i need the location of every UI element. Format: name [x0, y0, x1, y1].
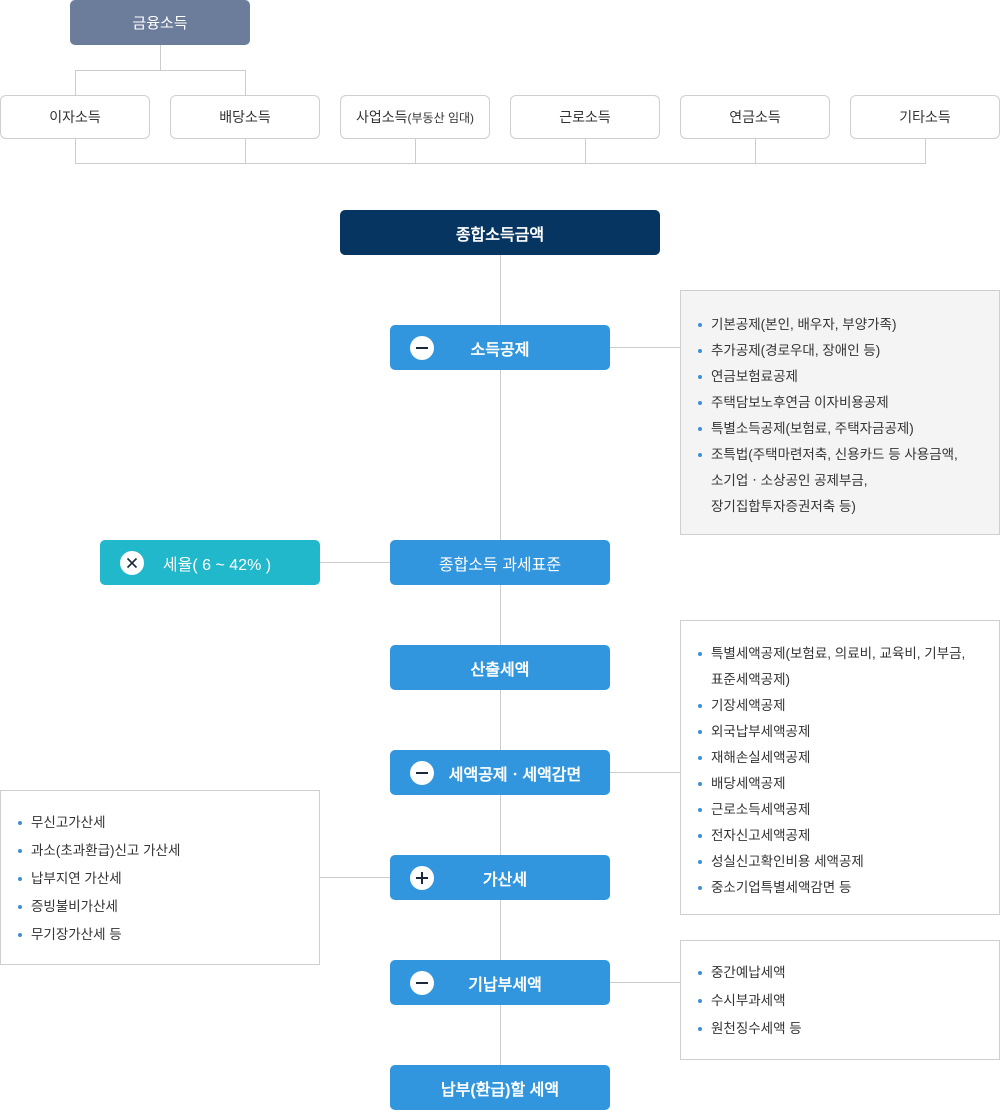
note-item: 중간예납세액 — [697, 959, 983, 987]
note-item: 기본공제(본인, 배우자, 부양가족) — [697, 312, 983, 338]
tax-rate-label: 세율 — [162, 556, 193, 574]
tax-credit-label: 세액공제ㆍ세액감면 — [448, 766, 582, 784]
additional-tax-box: 가산세 — [390, 855, 610, 900]
connector-line — [585, 138, 586, 164]
note-item: 전자신고세액공제 — [697, 823, 983, 849]
prepaid-tax-label: 기납부세액 — [468, 976, 542, 994]
connector-line — [75, 138, 76, 164]
tax-rate-value: ( 6 ~ 42% ) — [192, 556, 272, 574]
note-item: 재해손실세액공제 — [697, 745, 983, 771]
prepaid-tax-notes: 중간예납세액 수시부과세액 원천징수세액 등 — [680, 940, 1000, 1060]
note-item: 연금보험료공제 — [697, 364, 983, 390]
minus-icon — [410, 971, 434, 995]
note-item: 특별세액공제(보험료, 의료비, 교육비, 기부금, — [697, 641, 983, 667]
note-item: 원천징수세액 등 — [697, 1015, 983, 1043]
note-item: 주택담보노후연금 이자비용공제 — [697, 390, 983, 416]
income-deduction-notes: 기본공제(본인, 배우자, 부양가족) 추가공제(경로우대, 장애인 등) 연금… — [680, 290, 1000, 535]
note-item: 추가공제(경로우대, 장애인 등) — [697, 338, 983, 364]
prepaid-tax-box: 기납부세액 — [390, 960, 610, 1005]
connector-line — [245, 138, 246, 164]
income-type-business: 사업소득(부동산 임대) — [340, 95, 490, 139]
connector-line — [609, 347, 681, 348]
minus-icon — [410, 761, 434, 785]
plus-icon — [410, 866, 434, 890]
note-item: 무기장가산세 등 — [17, 921, 303, 949]
connector-line — [75, 163, 926, 164]
additional-tax-notes: 무신고가산세 과소(초과환급)신고 가산세 납부지연 가산세 증빙불비가산세 무… — [0, 790, 320, 965]
connector-line — [925, 138, 926, 164]
income-type-label: 근로소득 — [559, 109, 611, 125]
connector-line — [609, 772, 681, 773]
tax-base-label: 종합소득 과세표준 — [438, 556, 562, 574]
income-deduction-box: 소득공제 — [390, 325, 610, 370]
connector-line — [245, 70, 246, 96]
note-item-continued: 장기집합투자증권저축 등) — [711, 499, 856, 514]
income-type-label: 연금소득 — [729, 109, 781, 125]
computed-tax-label: 산출세액 — [470, 661, 530, 679]
note-item-continued: 소기업ㆍ소상공인 공제부금, — [711, 473, 868, 488]
financial-income-label: 금융소득 — [132, 15, 188, 32]
note-item: 납부지연 가산세 — [17, 865, 303, 893]
tax-base-box: 종합소득 과세표준 — [390, 540, 610, 585]
connector-line — [75, 70, 76, 96]
note-item: 기장세액공제 — [697, 693, 983, 719]
computed-tax-box: 산출세액 — [390, 645, 610, 690]
note-item: 중소기업특별세액감면 등 — [697, 875, 983, 901]
note-item: 조특법(주택마련저축, 신용카드 등 사용금액, — [697, 442, 983, 468]
connector-line — [415, 138, 416, 164]
minus-icon — [410, 336, 434, 360]
financial-income-box: 금융소득 — [70, 0, 250, 45]
note-item: 과소(초과환급)신고 가산세 — [17, 837, 303, 865]
note-item: 외국납부세액공제 — [697, 719, 983, 745]
connector-line — [319, 562, 391, 563]
note-item: 근로소득세액공제 — [697, 797, 983, 823]
connector-line — [160, 44, 161, 71]
tax-credit-notes: 특별세액공제(보험료, 의료비, 교육비, 기부금, 표준세액공제) 기장세액공… — [680, 620, 1000, 915]
income-type-sublabel: (부동산 임대) — [407, 110, 475, 125]
connector-line — [75, 70, 246, 71]
times-icon — [120, 551, 144, 575]
income-type-other: 기타소득 — [850, 95, 1000, 139]
tax-rate-box: 세율( 6 ~ 42% ) — [100, 540, 320, 585]
connector-line — [755, 138, 756, 164]
income-type-label: 기타소득 — [899, 109, 951, 125]
income-type-label: 배당소득 — [219, 109, 271, 125]
income-type-pension: 연금소득 — [680, 95, 830, 139]
note-item: 성실신고확인비용 세액공제 — [697, 849, 983, 875]
income-deduction-label: 소득공제 — [470, 341, 530, 359]
note-item: 증빙불비가산세 — [17, 893, 303, 921]
note-item: 수시부과세액 — [697, 987, 983, 1015]
total-income-label: 종합소득금액 — [455, 226, 545, 244]
income-type-label: 사업소득 — [355, 109, 408, 125]
note-item-continued: 표준세액공제) — [711, 672, 791, 687]
income-type-dividend: 배당소득 — [170, 95, 320, 139]
tax-credit-box: 세액공제ㆍ세액감면 — [390, 750, 610, 795]
total-income-box: 종합소득금액 — [340, 210, 660, 255]
income-type-earned: 근로소득 — [510, 95, 660, 139]
connector-line — [609, 982, 681, 983]
income-type-label: 이자소득 — [49, 109, 101, 125]
note-item: 무신고가산세 — [17, 809, 303, 837]
note-item: 특별소득공제(보험료, 주택자금공제) — [697, 416, 983, 442]
final-tax-box: 납부(환급)할 세액 — [390, 1065, 610, 1110]
connector-line — [319, 877, 391, 878]
additional-tax-label: 가산세 — [482, 871, 528, 889]
income-type-interest: 이자소득 — [0, 95, 150, 139]
final-tax-label: 납부(환급)할 세액 — [440, 1081, 560, 1099]
note-item: 배당세액공제 — [697, 771, 983, 797]
